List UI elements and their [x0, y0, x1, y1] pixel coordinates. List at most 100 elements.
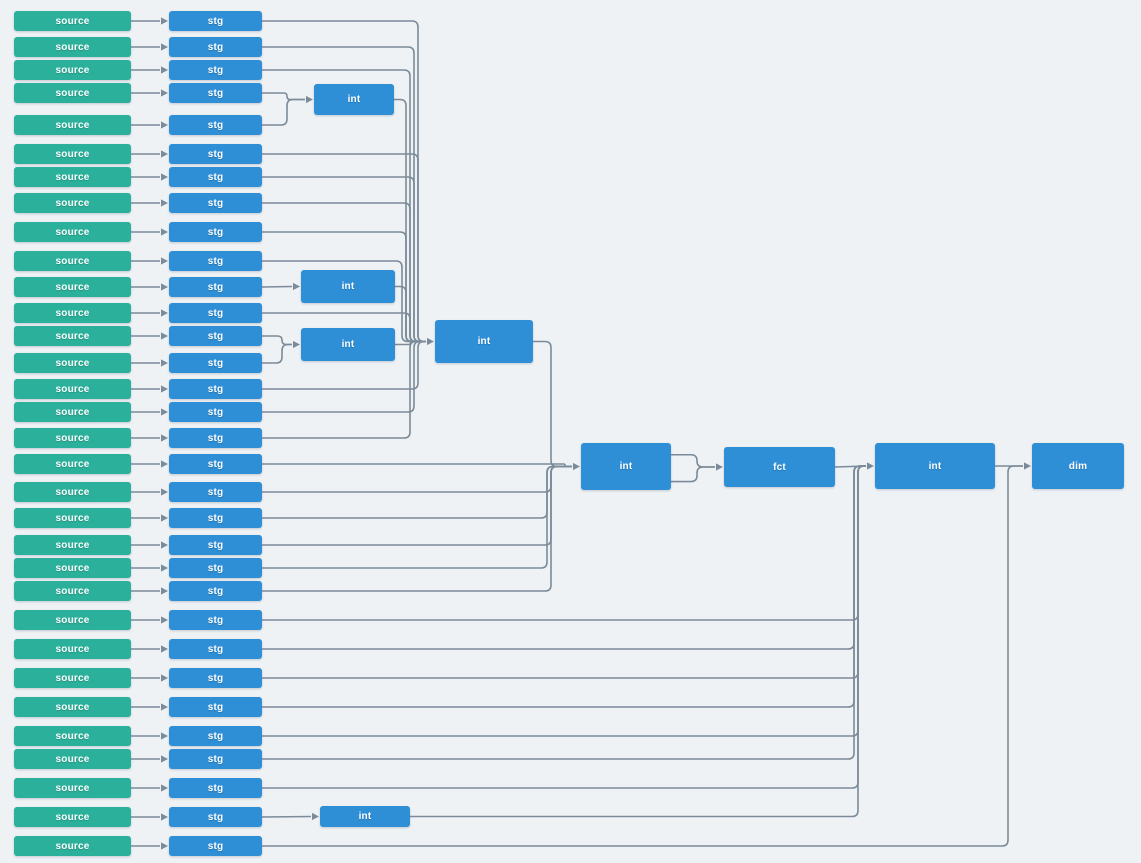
node-stg-stg22[interactable]: stg — [169, 558, 262, 578]
node-source-src17[interactable]: source — [14, 428, 131, 448]
node-int-int4[interactable]: int — [435, 320, 533, 363]
node-stg-stg3[interactable]: stg — [169, 60, 262, 80]
node-source-src13[interactable]: source — [14, 326, 131, 346]
node-int-int1[interactable]: int — [314, 84, 394, 115]
node-source-src11[interactable]: source — [14, 277, 131, 297]
node-stg-stg19[interactable]: stg — [169, 482, 262, 502]
edge-arrowhead — [427, 337, 434, 346]
node-stg-stg8[interactable]: stg — [169, 193, 262, 213]
node-stg-stg24[interactable]: stg — [169, 610, 262, 630]
node-stg-stg18[interactable]: stg — [169, 454, 262, 474]
node-source-src8[interactable]: source — [14, 193, 131, 213]
node-stg-stg1[interactable]: stg — [169, 11, 262, 31]
node-source-src2[interactable]: source — [14, 37, 131, 57]
edge-line — [262, 465, 866, 737]
node-source-src27[interactable]: source — [14, 697, 131, 717]
node-stg-stg20[interactable]: stg — [169, 508, 262, 528]
node-int-int7[interactable]: int — [320, 806, 410, 827]
node-source-src26[interactable]: source — [14, 668, 131, 688]
node-label: stg — [207, 383, 224, 395]
edge-arrowhead — [161, 150, 168, 158]
node-stg-stg4[interactable]: stg — [169, 83, 262, 103]
node-stg-stg27[interactable]: stg — [169, 697, 262, 717]
node-stg-stg23[interactable]: stg — [169, 581, 262, 601]
node-stg-stg5[interactable]: stg — [169, 115, 262, 135]
node-source-src29[interactable]: source — [14, 749, 131, 769]
edge-arrowhead — [161, 43, 168, 51]
node-int-int5[interactable]: int — [581, 443, 671, 490]
node-source-src28[interactable]: source — [14, 726, 131, 746]
node-stg-stg25[interactable]: stg — [169, 639, 262, 659]
node-source-src32[interactable]: source — [14, 836, 131, 856]
node-stg-stg32[interactable]: stg — [169, 836, 262, 856]
node-source-src10[interactable]: source — [14, 251, 131, 271]
node-stg-stg9[interactable]: stg — [169, 222, 262, 242]
node-stg-stg16[interactable]: stg — [169, 402, 262, 422]
node-source-src21[interactable]: source — [14, 535, 131, 555]
node-stg-stg7[interactable]: stg — [169, 167, 262, 187]
edge-arrowhead — [161, 541, 168, 549]
node-source-src24[interactable]: source — [14, 610, 131, 630]
node-source-src3[interactable]: source — [14, 60, 131, 80]
edge-line — [262, 340, 426, 439]
node-int-int3[interactable]: int — [301, 328, 395, 361]
node-label: source — [55, 782, 90, 794]
node-label: source — [55, 330, 90, 342]
node-stg-stg29[interactable]: stg — [169, 749, 262, 769]
node-source-src22[interactable]: source — [14, 558, 131, 578]
node-label: int — [928, 460, 942, 472]
node-label: source — [55, 486, 90, 498]
node-source-src4[interactable]: source — [14, 83, 131, 103]
node-source-src18[interactable]: source — [14, 454, 131, 474]
node-source-src5[interactable]: source — [14, 115, 131, 135]
node-label: stg — [207, 226, 224, 238]
node-stg-stg2[interactable]: stg — [169, 37, 262, 57]
node-label: source — [55, 307, 90, 319]
node-stg-stg6[interactable]: stg — [169, 144, 262, 164]
node-stg-stg31[interactable]: stg — [169, 807, 262, 827]
node-source-src16[interactable]: source — [14, 402, 131, 422]
node-stg-stg28[interactable]: stg — [169, 726, 262, 746]
node-source-src31[interactable]: source — [14, 807, 131, 827]
node-source-src7[interactable]: source — [14, 167, 131, 187]
node-stg-stg14[interactable]: stg — [169, 353, 262, 373]
node-label: stg — [207, 730, 224, 742]
node-stg-stg21[interactable]: stg — [169, 535, 262, 555]
node-stg-stg13[interactable]: stg — [169, 326, 262, 346]
node-int-int6[interactable]: int — [875, 443, 995, 489]
node-stg-stg11[interactable]: stg — [169, 277, 262, 297]
node-label: source — [55, 512, 90, 524]
node-label: stg — [207, 197, 224, 209]
node-label: source — [55, 119, 90, 131]
node-label: stg — [207, 432, 224, 444]
node-stg-stg26[interactable]: stg — [169, 668, 262, 688]
node-label: source — [55, 87, 90, 99]
node-source-src20[interactable]: source — [14, 508, 131, 528]
node-stg-stg10[interactable]: stg — [169, 251, 262, 271]
node-stg-stg30[interactable]: stg — [169, 778, 262, 798]
node-label: stg — [207, 701, 224, 713]
node-source-src14[interactable]: source — [14, 353, 131, 373]
node-source-src12[interactable]: source — [14, 303, 131, 323]
node-source-src6[interactable]: source — [14, 144, 131, 164]
node-label: stg — [207, 672, 224, 684]
node-source-src9[interactable]: source — [14, 222, 131, 242]
node-source-src15[interactable]: source — [14, 379, 131, 399]
node-source-src30[interactable]: source — [14, 778, 131, 798]
node-label: int — [341, 281, 355, 292]
node-int-int2[interactable]: int — [301, 270, 395, 303]
node-stg-stg12[interactable]: stg — [169, 303, 262, 323]
node-label: source — [55, 148, 90, 160]
edge-line — [671, 466, 715, 483]
node-fct-fct1[interactable]: fct — [724, 447, 835, 487]
node-stg-stg15[interactable]: stg — [169, 379, 262, 399]
node-label: source — [55, 562, 90, 574]
node-stg-stg17[interactable]: stg — [169, 428, 262, 448]
edge-arrowhead — [161, 842, 168, 850]
node-dim-dim1[interactable]: dim — [1032, 443, 1124, 489]
node-source-src1[interactable]: source — [14, 11, 131, 31]
node-source-src19[interactable]: source — [14, 482, 131, 502]
node-source-src25[interactable]: source — [14, 639, 131, 659]
node-source-src23[interactable]: source — [14, 581, 131, 601]
